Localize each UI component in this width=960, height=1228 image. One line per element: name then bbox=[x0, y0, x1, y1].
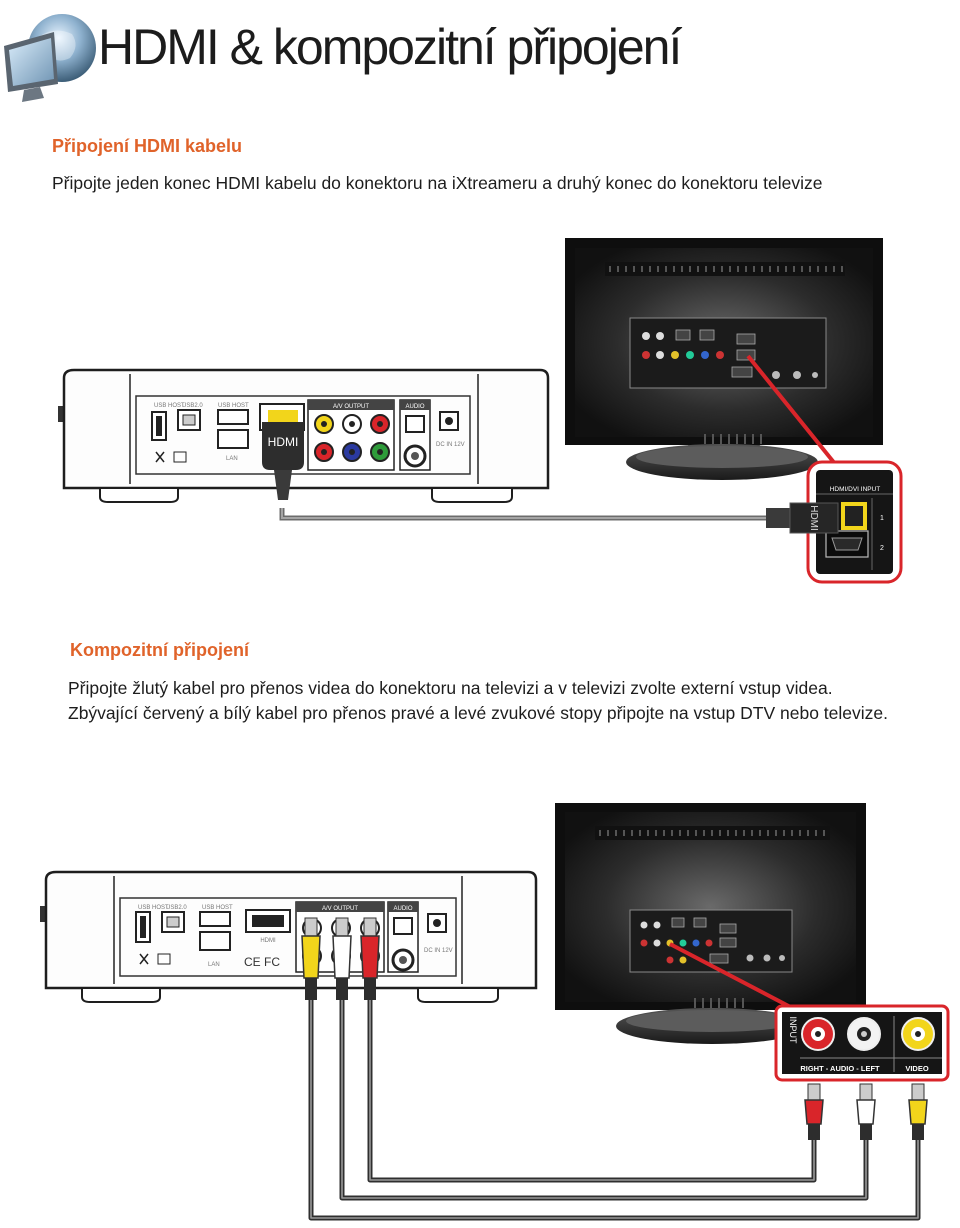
usb-host-label-2: USB HOST bbox=[138, 905, 169, 911]
rca-plug-white-device bbox=[332, 917, 352, 1000]
rca-plug-yellow-device bbox=[301, 917, 321, 1000]
hdmi-plug-label: HDMI bbox=[268, 435, 299, 449]
composite-section-heading: Kompozitní připojení bbox=[70, 640, 249, 660]
dc-in-label: DC IN 12V bbox=[436, 442, 465, 448]
right-audio-left-label: RIGHT - AUDIO - LEFT bbox=[800, 1064, 880, 1073]
hdmi-section-heading: Připojení HDMI kabelu bbox=[52, 136, 243, 156]
composite-connection-diagram: INPUT RIGHT - AUDIO - LEFT VIDEO bbox=[40, 803, 950, 1221]
lan-label-2: LAN bbox=[208, 962, 220, 968]
hdmi-plug-tv-end bbox=[766, 508, 790, 528]
hdmi-cable bbox=[279, 508, 770, 521]
rca-plug-yellow-tv bbox=[908, 1083, 928, 1140]
audio-label: AUDIO bbox=[405, 404, 424, 410]
ixtreamer-back-1 bbox=[58, 368, 550, 503]
composite-text-line-2: Zbývající červený a bílý kabel pro přeno… bbox=[68, 703, 889, 723]
usb-host-label: USB HOST bbox=[154, 403, 185, 409]
usb-host-2-label: USB HOST bbox=[218, 403, 249, 409]
rca-plug-white-tv bbox=[856, 1083, 876, 1140]
tv-back-2 bbox=[555, 803, 866, 1044]
rca-cables bbox=[308, 1000, 921, 1221]
header-logo-icon bbox=[0, 6, 100, 106]
usb-host-2-label-2: USB HOST bbox=[202, 905, 233, 911]
tv-composite-input-callout bbox=[774, 1004, 950, 1082]
tv-port-2-label: 2 bbox=[880, 545, 884, 552]
input-label: INPUT bbox=[788, 1017, 798, 1045]
video-label: VIDEO bbox=[905, 1064, 929, 1073]
audio-label-2: AUDIO bbox=[393, 906, 412, 912]
rca-plug-red-device bbox=[360, 917, 380, 1000]
usb20-label-2: USB2.0 bbox=[166, 905, 187, 911]
hdmi-section-text: Připojte jeden konec HDMI kabelu do kone… bbox=[52, 173, 823, 193]
hdmi-plug-tv-label: HDMI bbox=[808, 505, 819, 531]
hdmi-callout-line bbox=[746, 354, 842, 472]
ixtreamer-back-2 bbox=[40, 870, 538, 1003]
dc-in-label-2: DC IN 12V bbox=[424, 948, 453, 954]
ce-fc-marks: CE FC bbox=[244, 955, 280, 969]
lan-label: LAN bbox=[226, 456, 238, 462]
hdmi-plug-device-end bbox=[262, 410, 304, 500]
page-title: HDMI & kompozitní připojení bbox=[98, 19, 682, 75]
tv-back-1 bbox=[565, 238, 883, 480]
rca-plug-red-tv bbox=[804, 1083, 824, 1140]
composite-text-line-1: Připojte žlutý kabel pro přenos videa do… bbox=[68, 678, 833, 698]
composite-callout-line bbox=[669, 942, 801, 1014]
av-output-label-2: A/V OUTPUT bbox=[322, 906, 358, 912]
hdmi-connection-diagram: HDMI/DVI INPUT 1 2 HDMI bbox=[58, 238, 903, 584]
tv-input-title: HDMI/DVI INPUT bbox=[830, 486, 881, 493]
av-output-label: A/V OUTPUT bbox=[333, 404, 369, 410]
usb20-label: USB2.0 bbox=[182, 403, 203, 409]
tv-port-1-label: 1 bbox=[880, 515, 884, 522]
hdmi-port-label: HDMI bbox=[260, 938, 276, 944]
